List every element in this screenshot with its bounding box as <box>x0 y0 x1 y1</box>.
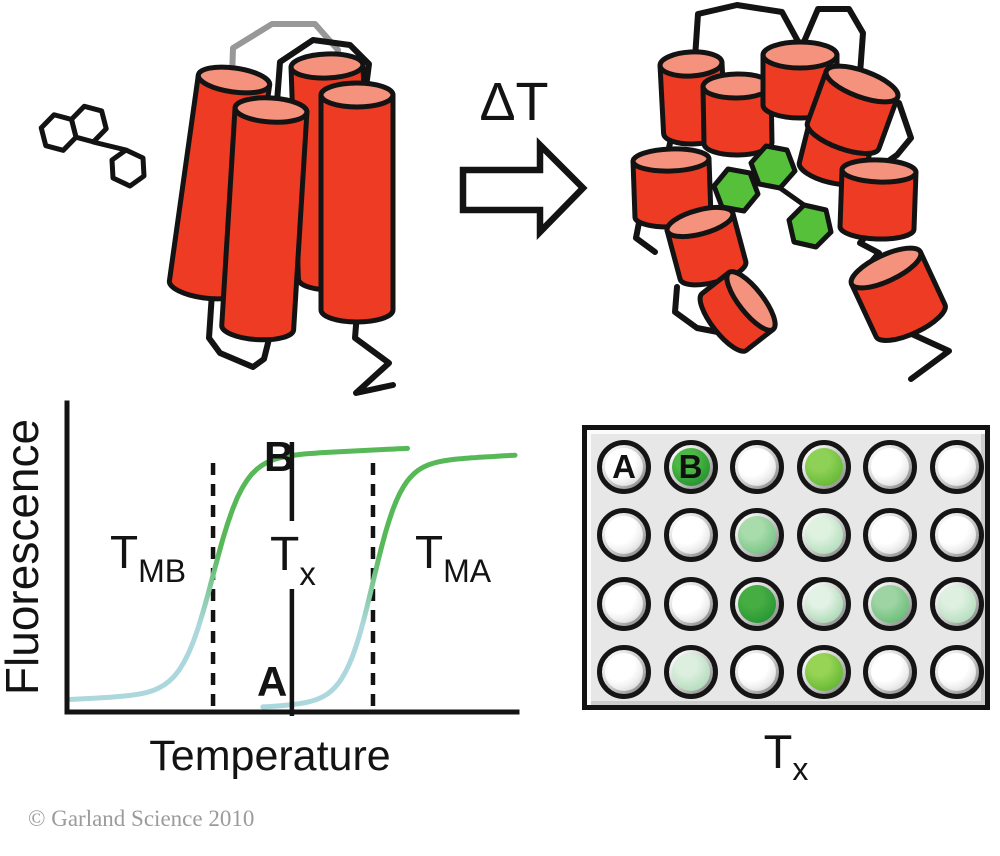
dye-hexagon <box>786 202 834 250</box>
helix-cylinder <box>700 71 775 158</box>
well-core <box>671 652 710 691</box>
loop-connector <box>206 290 274 370</box>
plate-well <box>730 440 785 494</box>
plate-well <box>930 576 984 631</box>
well-core <box>671 584 710 623</box>
well-core <box>671 516 710 555</box>
helix-cylinder <box>804 63 901 157</box>
plate-well: A <box>597 440 651 494</box>
tx-label: Tx <box>270 528 316 592</box>
loop-connector <box>352 310 396 396</box>
loop-connector <box>800 6 866 77</box>
dye-hexagon <box>748 143 798 191</box>
helix-cylinder <box>318 80 396 325</box>
ligand-hexagon <box>109 147 147 189</box>
plate-well <box>597 576 651 631</box>
delta-t-label: ΔT <box>479 72 548 132</box>
melt-curve <box>64 445 410 703</box>
well-core <box>804 584 843 623</box>
plate-well <box>663 576 718 631</box>
well-core <box>605 448 643 486</box>
plate-well <box>930 508 984 563</box>
melt-curve <box>260 452 518 710</box>
folded-protein <box>166 21 396 396</box>
well-core <box>938 448 976 486</box>
dye-molecule <box>711 143 834 250</box>
helix-cylinder <box>219 95 310 343</box>
well-core <box>605 584 643 623</box>
point-a-label: A <box>257 658 287 705</box>
helix-cylinder <box>664 204 749 288</box>
plate-well <box>796 644 851 699</box>
unfolded-protein <box>630 2 952 382</box>
plate-well <box>730 576 785 631</box>
loop-connector <box>692 2 803 61</box>
y-axis-label: Fluorescence <box>0 419 48 695</box>
x-axis-label: Temperature <box>149 732 390 780</box>
loop-connector <box>672 284 731 337</box>
well-core <box>804 652 843 691</box>
well-core <box>871 652 910 691</box>
plate-well <box>597 508 651 563</box>
well-core <box>605 516 643 555</box>
well-core <box>938 584 976 623</box>
melt-curve-chart: Fluorescence Temperature TMB Tx TMA B A <box>0 400 520 780</box>
plate-well <box>930 644 984 699</box>
well-core <box>605 652 643 691</box>
tma-label: TMA <box>415 526 492 589</box>
point-b-label: B <box>264 433 294 480</box>
well-core <box>671 448 710 486</box>
well-core <box>738 448 777 486</box>
plate-well <box>663 644 718 699</box>
dye-bond <box>778 185 806 208</box>
well-core <box>871 448 910 486</box>
helix-cylinder <box>837 157 919 242</box>
ligand-hexagon <box>38 112 79 153</box>
well-core <box>804 448 843 486</box>
well-core <box>738 652 777 691</box>
plate-well <box>730 644 785 699</box>
plate-well <box>730 508 785 563</box>
well-letter: B <box>678 448 703 485</box>
ligand-bond <box>92 139 127 153</box>
chart-axes <box>64 400 520 715</box>
well-core <box>738 516 777 555</box>
plate-well <box>863 576 918 631</box>
plate-caption-main: T <box>763 725 793 778</box>
well-core <box>738 584 777 623</box>
loop-connector <box>274 37 372 105</box>
plate-caption-sub: x <box>792 751 809 787</box>
plate-well <box>597 644 651 699</box>
helix-cylinder <box>697 269 778 354</box>
loop-connector <box>900 327 952 382</box>
well-core <box>938 652 976 691</box>
plate-caption: Tx <box>582 724 990 788</box>
plate-well <box>796 440 851 494</box>
plate-well <box>863 644 918 699</box>
plate-well <box>930 440 984 494</box>
well-core <box>804 516 843 555</box>
copyright: © Garland Science 2010 <box>28 806 255 831</box>
delta-t-arrow <box>459 137 588 240</box>
plate-well <box>663 508 718 563</box>
ligand-molecule <box>38 103 147 189</box>
plate-well <box>796 508 851 563</box>
well-core <box>871 584 910 623</box>
tmb-label: TMB <box>110 526 186 589</box>
plate-well <box>863 440 918 494</box>
well-core <box>938 516 976 555</box>
plate-well <box>863 508 918 563</box>
helix-cylinder <box>848 245 948 343</box>
top-illustration: ΔT <box>38 2 952 396</box>
well-core <box>871 516 910 555</box>
plate-well: B <box>663 440 718 494</box>
well-letter: A <box>612 448 636 485</box>
plate-well <box>796 576 851 631</box>
dye-hexagon <box>711 166 761 214</box>
